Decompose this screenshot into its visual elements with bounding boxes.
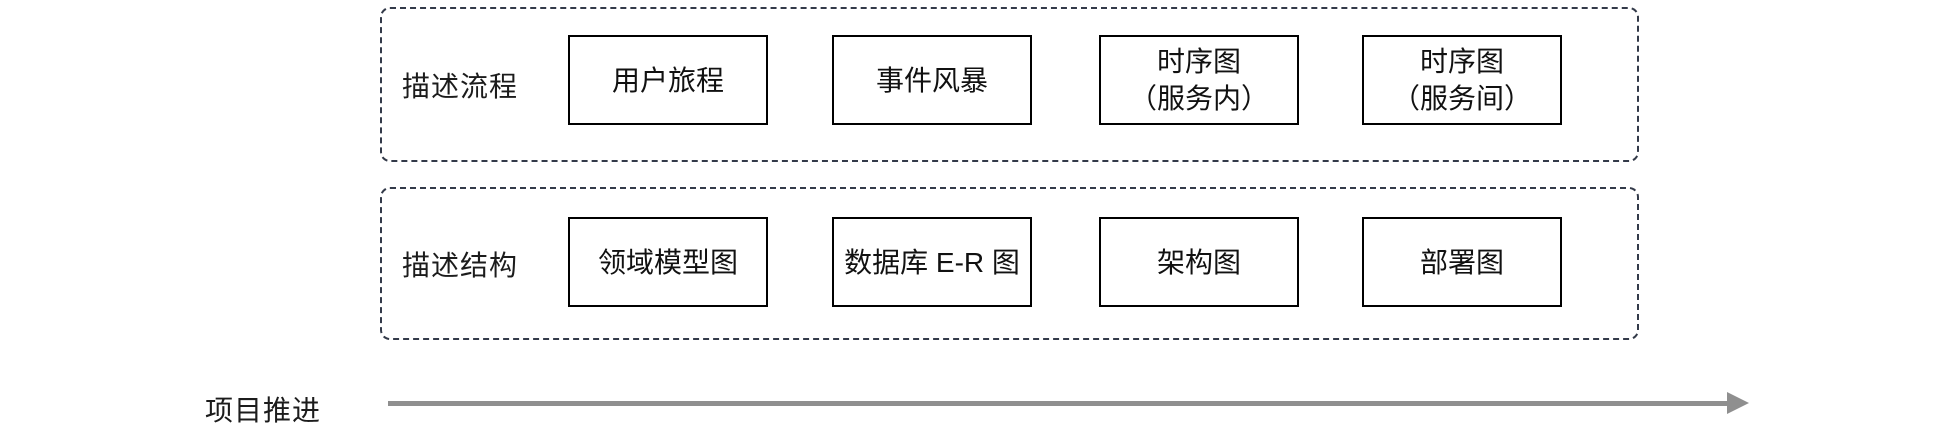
group-label-describe-structure: 描述结构 (402, 249, 519, 281)
box-sequence-diagram-in-service: 时序图 （服务内） (1099, 35, 1299, 125)
box-label: 数据库 E-R 图 (844, 246, 1020, 278)
group-label-describe-process: 描述流程 (402, 70, 519, 102)
box-label: 领域模型图 (597, 246, 738, 278)
box-label: 时序图 (1156, 46, 1241, 77)
group-describe-process: 描述流程 用户旅程 事件风暴 时序图 （服务内） 时序图 （服务间） (380, 7, 1639, 162)
box-label: 架构图 (1156, 246, 1241, 278)
box-label-line2: （服务内） (1128, 83, 1269, 114)
box-label-line2: （服务间） (1391, 83, 1532, 114)
box-user-journey: 用户旅程 (568, 35, 768, 125)
timeline-label: 项目推进 (205, 395, 322, 426)
box-label: 用户旅程 (611, 64, 724, 96)
box-label: 部署图 (1419, 246, 1504, 278)
group-describe-structure: 描述结构 领域模型图 数据库 E-R 图 架构图 部署图 (380, 187, 1639, 340)
box-architecture-diagram: 架构图 (1099, 217, 1299, 307)
timeline-arrow-line (388, 401, 1727, 406)
box-domain-model-diagram: 领域模型图 (568, 217, 768, 307)
box-sequence-diagram-cross-service: 时序图 （服务间） (1362, 35, 1562, 125)
box-database-er-diagram: 数据库 E-R 图 (832, 217, 1032, 307)
box-deployment-diagram: 部署图 (1362, 217, 1562, 307)
box-label: 时序图 (1419, 46, 1504, 77)
box-event-storming: 事件风暴 (832, 35, 1032, 125)
box-label: 事件风暴 (875, 64, 988, 96)
timeline-arrow-head-icon (1727, 392, 1749, 414)
